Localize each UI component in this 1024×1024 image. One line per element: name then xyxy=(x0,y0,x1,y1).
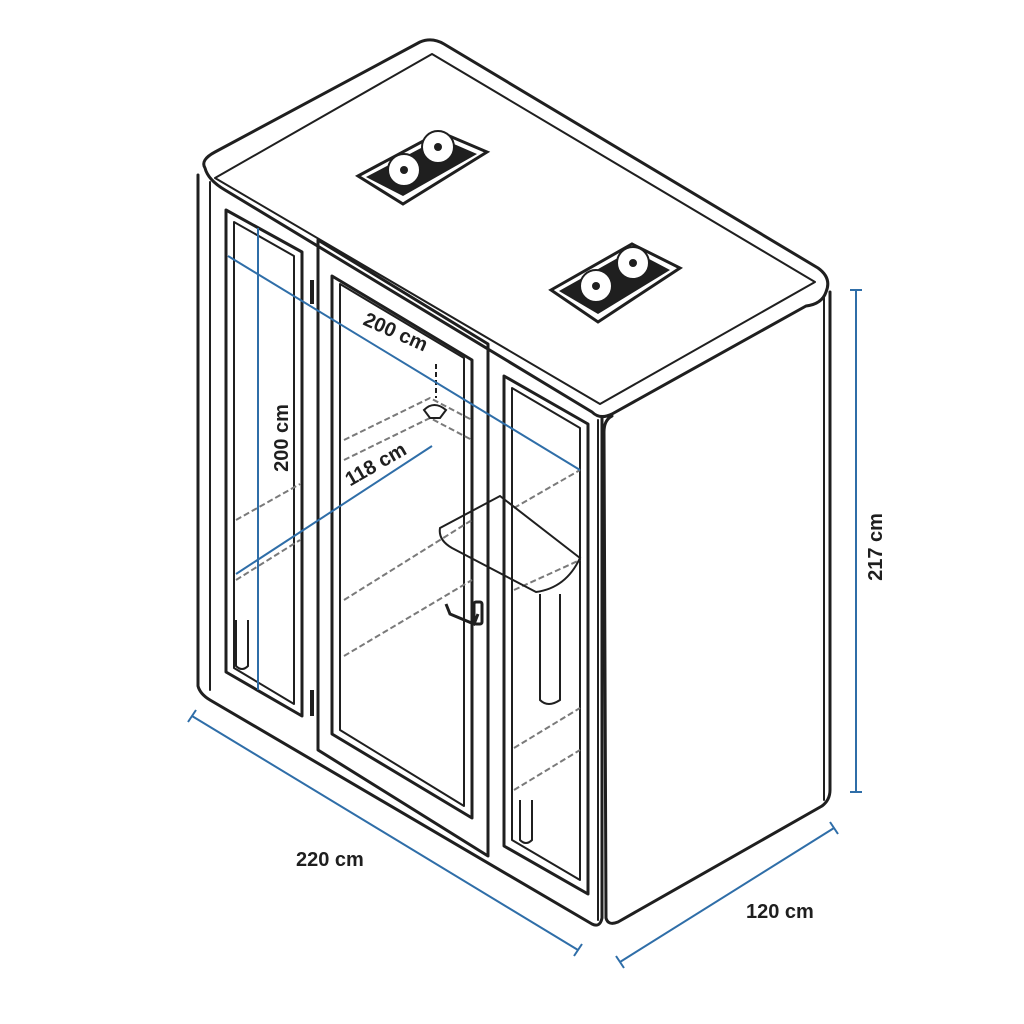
dim-width-line xyxy=(191,715,579,951)
roof-fan-2 xyxy=(548,242,683,324)
interior xyxy=(235,396,581,791)
interior-lamp xyxy=(422,364,448,419)
label-depth: 120 cm xyxy=(746,901,814,923)
dim-interior-depth-line xyxy=(235,445,433,575)
dimension-lines xyxy=(187,228,862,969)
front-face xyxy=(196,173,604,927)
roof xyxy=(202,38,830,419)
label-height: 217 cm xyxy=(865,513,887,581)
right-glass-panel xyxy=(502,374,590,896)
roof-fan-1 xyxy=(355,130,491,206)
booth-body xyxy=(196,38,832,927)
dim-interior-width-line xyxy=(227,255,581,471)
dim-depth-line xyxy=(619,827,835,963)
label-interior-width: 200 cm xyxy=(360,309,431,357)
door-handle xyxy=(444,600,484,626)
interior-table xyxy=(235,494,582,844)
door xyxy=(310,238,490,858)
label-width: 220 cm xyxy=(296,849,364,871)
left-glass-panel xyxy=(224,208,304,718)
side-face xyxy=(602,290,832,925)
label-interior-height: 200 cm xyxy=(271,404,293,472)
